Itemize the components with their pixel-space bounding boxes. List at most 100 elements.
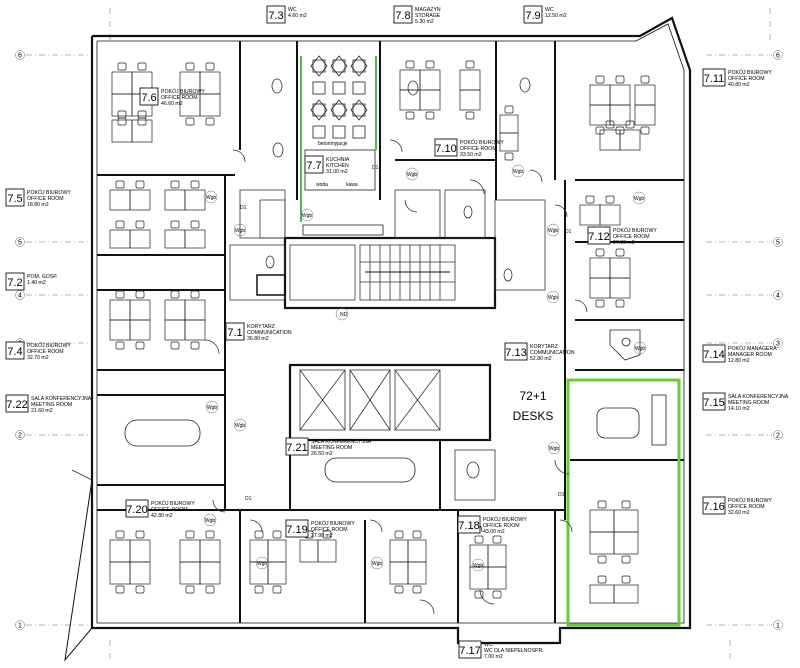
door-tag: D1 [245, 496, 252, 502]
room-number-box [457, 515, 481, 534]
room-number: 7.20 [126, 504, 147, 516]
desk [389, 539, 409, 563]
desk [111, 71, 133, 95]
room-name: KUCHNIA [326, 157, 350, 163]
chair [640, 126, 650, 135]
desk [267, 561, 287, 585]
door-tag: D1 [372, 165, 379, 171]
room-name: POKÓJ BIUROWY [460, 139, 504, 146]
room-name: OFFICE ROOM [151, 507, 188, 513]
room-number: 7.14 [703, 349, 724, 361]
room-number: 7.5 [7, 193, 22, 205]
desk [499, 132, 519, 152]
chair [322, 530, 332, 539]
desk [487, 544, 507, 568]
chair [595, 248, 605, 257]
chair [117, 62, 127, 71]
grid-axis-left: 6 5 4 3 2 1 [15, 50, 25, 630]
desk [164, 189, 186, 211]
chair [474, 590, 484, 599]
desk [459, 69, 481, 91]
room-area: 42.80 m2 [151, 513, 173, 519]
room-area: 7.00 m2 [484, 654, 503, 660]
room-number-box [523, 5, 543, 24]
room-number: 7.10 [435, 143, 456, 155]
room-number: 7.17 [459, 645, 480, 657]
room-number: 7.16 [703, 501, 724, 513]
sink-label: Wgb [235, 423, 246, 429]
room-name: COMMUNICATION [247, 330, 292, 336]
chair [254, 585, 264, 594]
room-number: 7.8 [395, 10, 410, 22]
desk [459, 89, 481, 111]
room-number-box [266, 5, 286, 24]
desk [129, 539, 151, 563]
room-number-box [5, 394, 29, 413]
desk [407, 539, 427, 563]
door-tags: D1 D1 D1 D1 D1 ND [240, 165, 572, 502]
room-number: 7.11 [704, 73, 725, 85]
chair [190, 220, 200, 229]
chair [135, 290, 145, 299]
chair [585, 195, 595, 204]
chair [272, 530, 282, 539]
chair [615, 299, 625, 308]
room-number: 7.2 [7, 277, 22, 289]
door-tag: D1 [240, 205, 247, 211]
chair [621, 575, 631, 584]
door-tag: D1 [558, 492, 565, 498]
desk [184, 189, 206, 211]
room-number: 7.18 [458, 520, 479, 532]
room-area: 18.80 m2 [27, 202, 49, 208]
chair [190, 290, 200, 299]
desk [109, 561, 131, 585]
room-number-box [702, 496, 726, 515]
room-name: POKÓJ BIUROWY [161, 88, 205, 95]
desk [179, 561, 201, 585]
desk [199, 539, 221, 563]
desk [109, 319, 131, 341]
room-area: 32.70 m2 [27, 355, 49, 361]
grid-axis-right: 6 5 4 3 2 1 [773, 50, 783, 630]
room-name: SALA KONFERENCYJNA [31, 396, 92, 402]
desk [634, 84, 656, 106]
room-name: POKÓJ BIUROWY [27, 189, 71, 196]
room-number-box [304, 155, 324, 174]
room-number: 7.7 [306, 160, 321, 172]
room-name: OFFICE ROOM [728, 76, 765, 82]
room-area: 14.10 m2 [728, 406, 750, 412]
desk-count-label: DESKS [513, 409, 554, 423]
room-area: 43.00 m2 [483, 529, 505, 535]
chair [394, 585, 404, 594]
staircase [359, 244, 456, 301]
desk [109, 229, 131, 249]
room-name: POKÓJ BIUROWY [27, 342, 71, 349]
sink-label: Wgb [549, 446, 560, 452]
desk [111, 93, 133, 117]
chair [425, 60, 435, 69]
desk [619, 129, 641, 151]
room-name: WC [288, 7, 297, 13]
chair [504, 152, 514, 161]
chair [135, 180, 145, 189]
chair [621, 500, 631, 509]
kitchen-label-coffee: kawa [346, 182, 358, 188]
kitchen-label-water: woda [316, 182, 328, 188]
desk [487, 566, 507, 590]
chair [205, 62, 215, 71]
grid-marker-5: 5 [18, 240, 22, 247]
grid-marker-1r: 1 [776, 623, 780, 630]
desk [389, 561, 409, 585]
desk [109, 189, 131, 211]
room-number-box [587, 226, 611, 245]
room-number-box [702, 68, 726, 87]
